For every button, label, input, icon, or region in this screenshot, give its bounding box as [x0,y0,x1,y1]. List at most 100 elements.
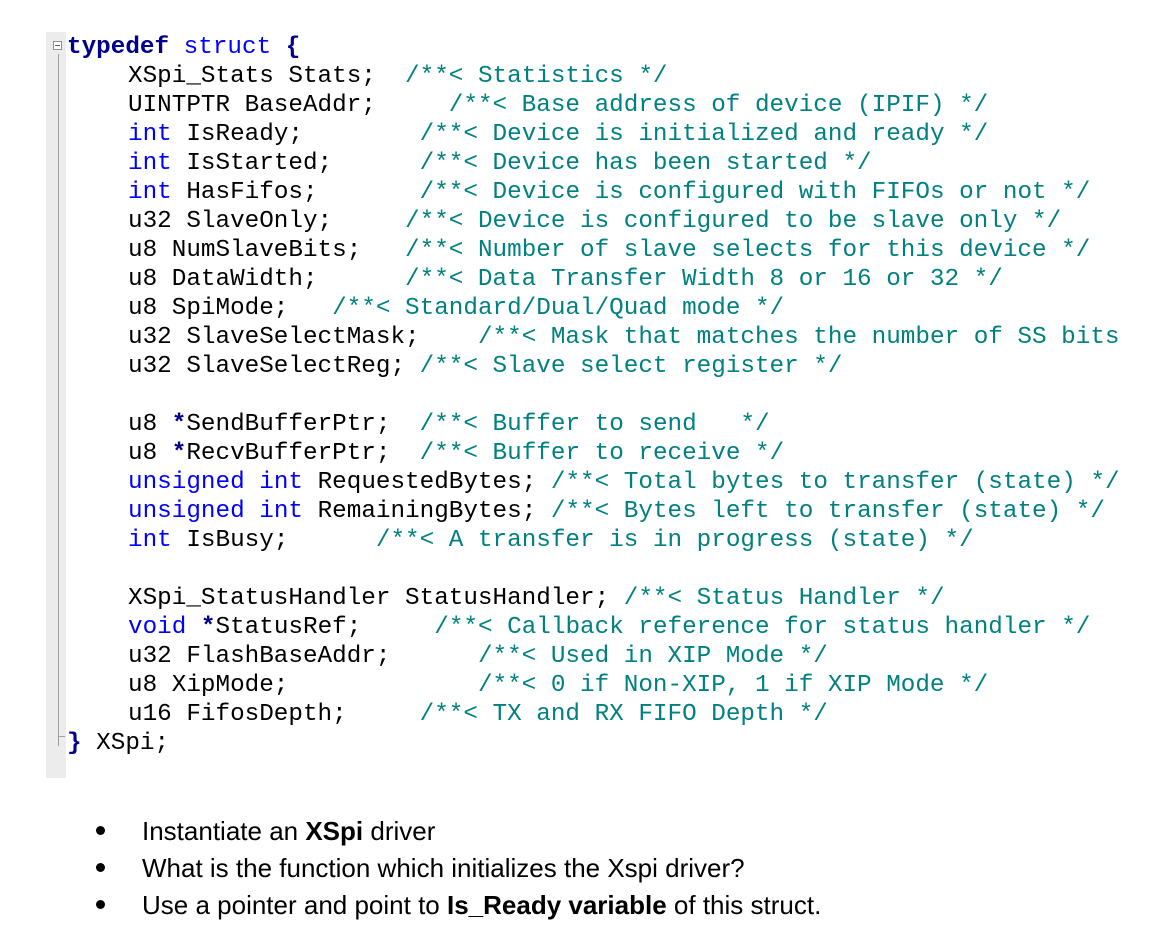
code-line: u32 FlashBaseAddr; /**< Used in XIP Mode… [128,642,828,671]
code-line: u8 XipMode; /**< 0 if Non-XIP, 1 if XIP … [128,671,988,700]
code-keyword: typedef [67,34,170,61]
code-text: u8 [128,411,172,438]
code-keyword: int [128,121,172,148]
code-comment: /**< Mask that matches the number of SS … [477,324,1120,351]
code-comment: /**< Callback reference for status handl… [434,614,1091,641]
code-line: int HasFifos; /**< Device is configured … [128,178,1090,207]
fold-end-marker [58,736,65,737]
code-text: u8 DataWidth; [128,266,318,293]
code-comment: /**< TX and RX FIFO Depth */ [419,701,828,728]
code-comment: /**< Buffer to send */ [419,411,770,438]
code-line: typedef struct { [67,33,300,62]
code-text: IsStarted; [171,150,333,177]
code-text [609,585,624,612]
bullet-dot-icon [96,900,105,909]
code-line: XSpi_StatusHandler StatusHandler; /**< S… [128,584,945,613]
code-line: u32 SlaveOnly; /**< Device is configured… [128,207,1061,236]
bullet-text-segment: Use a pointer and point to [142,890,447,920]
code-keyword: struct [183,34,272,61]
bullet-dot-icon [96,863,105,872]
code-comment: /**< Total bytes to transfer (state) */ [550,469,1120,496]
bullet-text: What is the function which initializes t… [142,849,745,887]
code-text: u8 XipMode; [128,672,289,699]
code-keyword: void [128,614,187,641]
code-comment: /**< Used in XIP Mode */ [477,643,828,670]
code-text: RecvBufferPtr; [186,440,391,467]
code-text [288,672,478,699]
code-keyword: unsigned [128,469,245,496]
code-line: u32 SlaveSelectMask; /**< Mask that matc… [128,323,1120,352]
code-text: u32 SlaveOnly; [128,208,333,235]
code-text [361,237,405,264]
bullet-text-segment: driver [363,816,436,846]
bullet-text-segment: Instantiate an [142,816,306,846]
code-text: XSpi_StatusHandler StatusHandler; [128,585,610,612]
code-text [245,498,260,525]
code-text [405,353,420,380]
code-text: u8 NumSlaveBits; [128,237,362,264]
code-line: UINTPTR BaseAddr; /**< Base address of d… [128,91,988,120]
code-line: int IsStarted; /**< Device has been star… [128,149,872,178]
code-text [245,469,260,496]
code-text: SendBufferPtr; [186,411,391,438]
code-text [376,92,449,119]
code-text: XSpi_Stats Stats; [128,63,376,90]
code-text: XSpi; [81,730,170,757]
code-text: u32 SlaveSelectReg; [128,353,406,380]
code-line: int IsReady; /**< Device is initialized … [128,120,988,149]
code-comment: /**< Device is configured with FIFOs or … [419,179,1091,206]
code-keyword: * [200,614,216,641]
code-line: u8 DataWidth; /**< Data Transfer Width 8… [128,265,1003,294]
code-text [318,266,405,293]
editor-gutter [46,32,66,778]
code-text: HasFifos; [171,179,318,206]
code-text: RemainingBytes; [303,498,537,525]
code-text [376,63,405,90]
bullet-text-segment: What is the function which initializes t… [142,853,745,883]
code-text [271,34,286,61]
code-text [332,208,405,235]
fold-collapse-icon[interactable] [53,41,62,50]
code-comment: /**< Base address of device (IPIF) */ [448,92,989,119]
code-comment: /**< Device is configured to be slave on… [405,208,1062,235]
code-keyword: int [128,527,172,554]
code-text [536,469,551,496]
bullet-text: Use a pointer and point to Is_Ready vari… [142,886,821,924]
code-line: u8 SpiMode; /**< Standard/Dual/Quad mode… [128,294,784,323]
code-text: u32 FlashBaseAddr; [128,643,391,670]
code-comment: /**< 0 if Non-XIP, 1 if XIP Mode */ [477,672,989,699]
code-comment: /**< Standard/Dual/Quad mode */ [332,295,785,322]
code-line: u16 FifosDepth; /**< TX and RX FIFO Dept… [128,700,828,729]
code-editor [46,32,1165,778]
code-text [303,121,420,148]
bullet-text: Instantiate an XSpi driver [142,812,435,850]
code-keyword: unsigned [128,498,245,525]
code-comment: /**< Status Handler */ [623,585,945,612]
code-comment: /**< Slave select register */ [419,353,843,380]
code-line: u8 *RecvBufferPtr; /**< Buffer to receiv… [128,439,784,468]
code-line: } XSpi; [67,729,169,758]
code-comment: /**< Device is initialized and ready */ [419,121,989,148]
code-comment: /**< Buffer to receive */ [419,440,785,467]
code-line: int IsBusy; /**< A transfer is in progre… [128,526,974,555]
code-comment: /**< Data Transfer Width 8 or 16 or 32 *… [405,266,1003,293]
code-line: unsigned int RemainingBytes; /**< Bytes … [128,497,1105,526]
code-keyword: * [171,411,187,438]
bullet-item: Use a pointer and point to Is_Ready vari… [0,886,1165,924]
code-keyword: { [285,34,301,61]
code-text [169,34,184,61]
code-text: StatusRef; [215,614,362,641]
code-text [347,701,420,728]
code-line: u32 SlaveSelectReg; /**< Slave select re… [128,352,842,381]
code-text: UINTPTR BaseAddr; [128,92,376,119]
code-text [186,614,201,641]
bullet-item: What is the function which initializes t… [0,849,1165,887]
code-text [390,643,477,670]
code-text [288,295,332,322]
code-keyword: int [128,150,172,177]
code-comment: /**< Number of slave selects for this de… [405,237,1091,264]
bullet-bold-text: Is_Ready variable [446,890,667,920]
code-text [390,440,419,467]
code-text: u8 [128,440,172,467]
code-text: IsBusy; [171,527,289,554]
